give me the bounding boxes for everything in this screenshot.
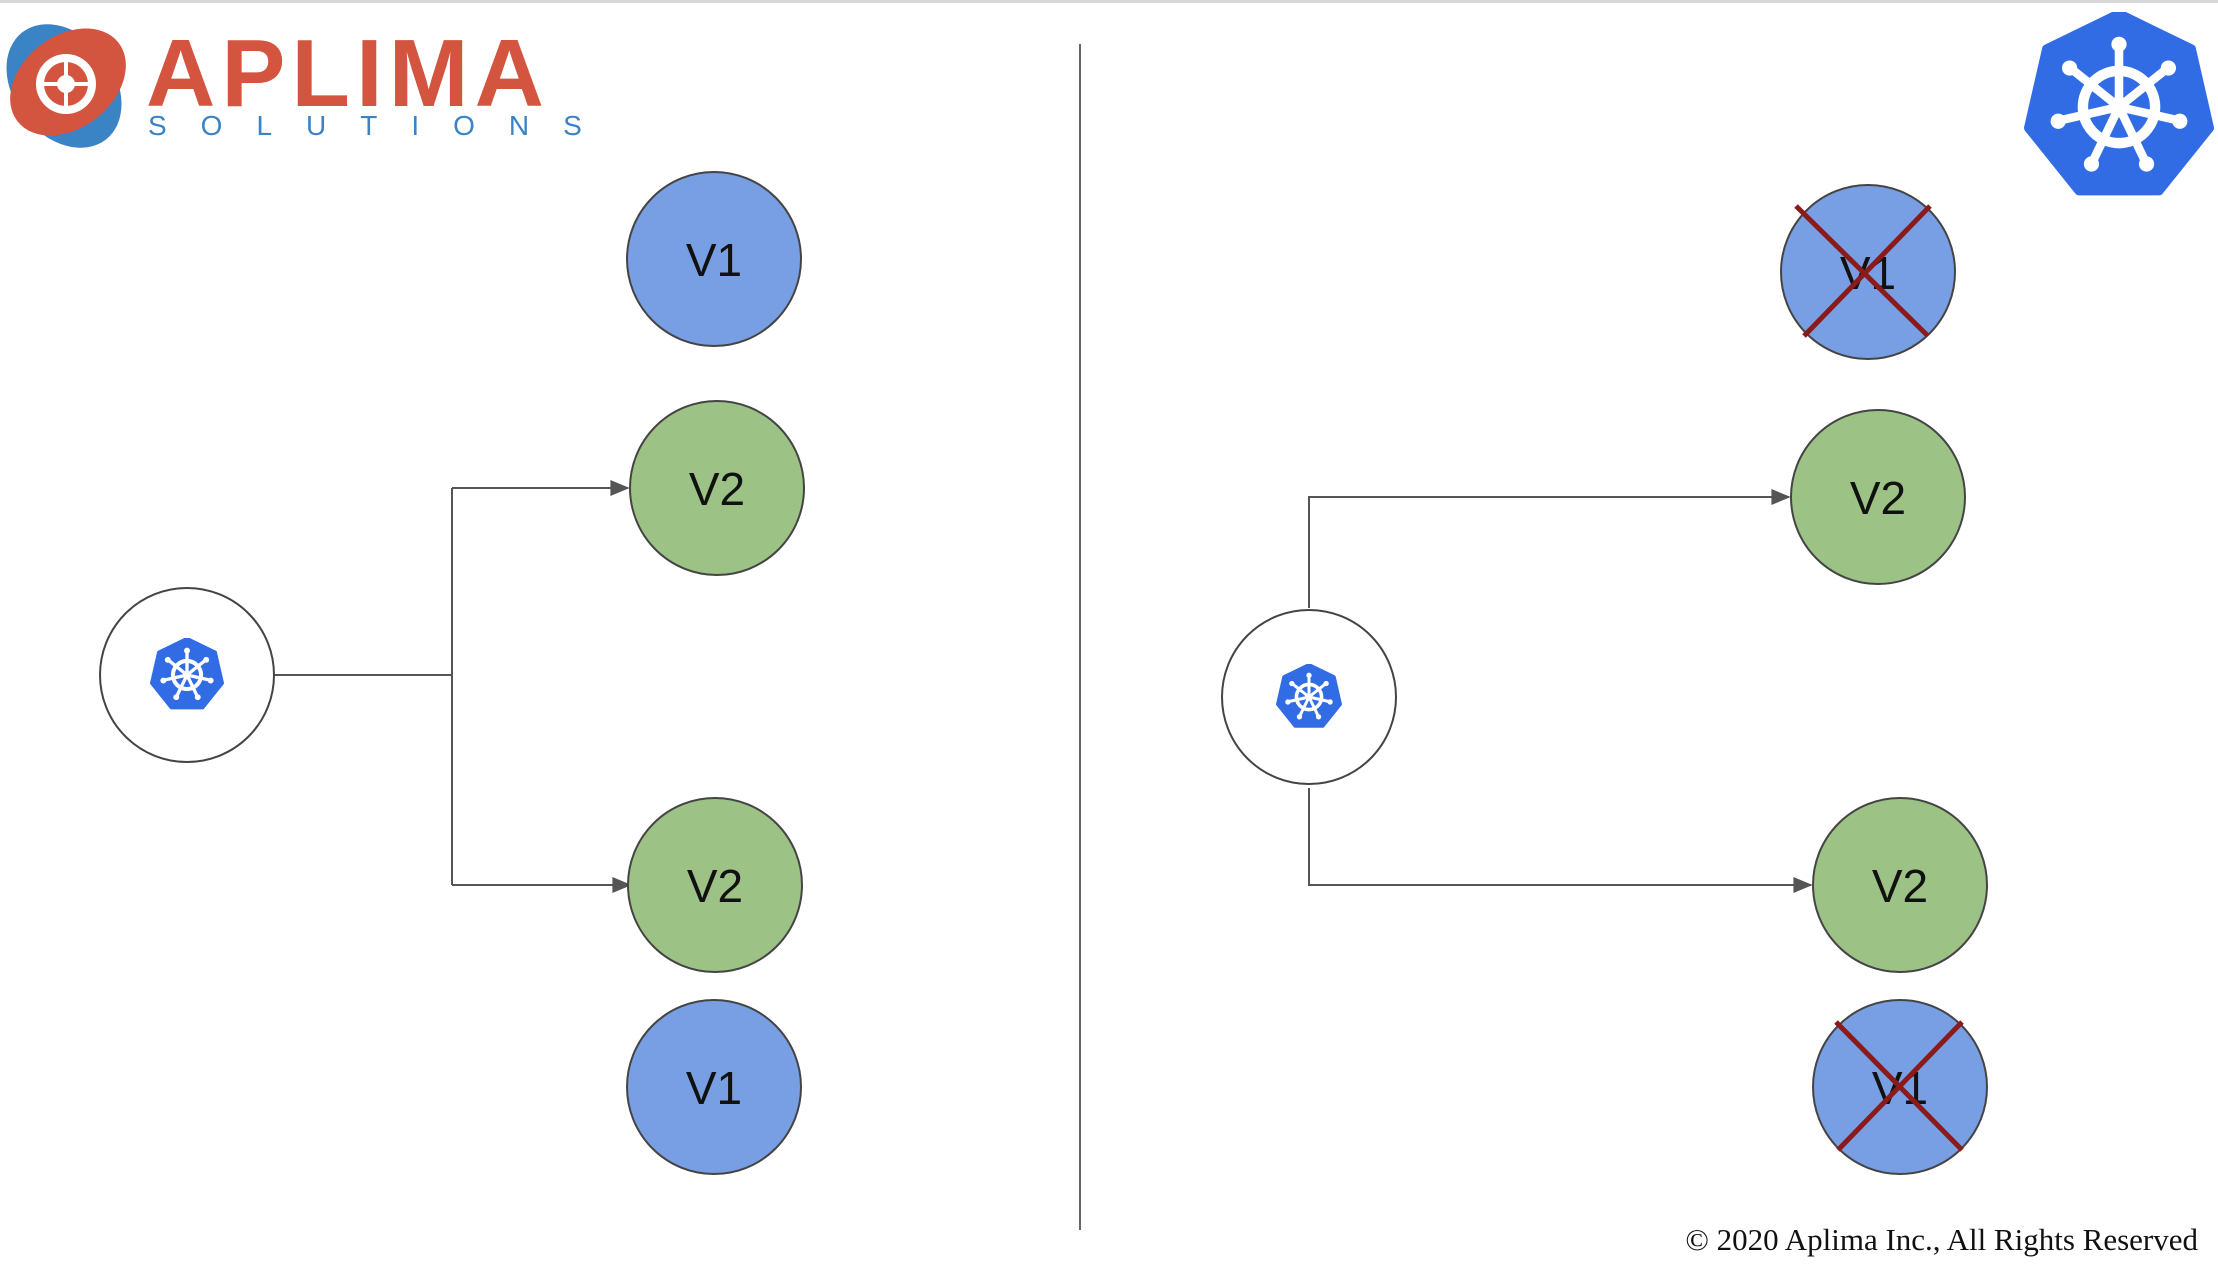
kubernetes-icon — [1276, 664, 1342, 728]
left-connectors — [272, 480, 632, 893]
pod-node: V2 — [629, 400, 805, 576]
pod-node: V2 — [1812, 797, 1988, 973]
arrow-to-pod — [1308, 788, 1813, 893]
left-panel: V1 V2 V2 V1 — [99, 171, 805, 1175]
arrow-to-pod — [1308, 489, 1791, 608]
pod-label: V2 — [1850, 472, 1906, 524]
right-connectors — [1308, 489, 1813, 893]
pod-label: V2 — [1872, 860, 1928, 912]
pod-node: V2 — [1790, 409, 1966, 585]
pod-node: V2 — [627, 797, 803, 973]
aplima-logo: APLIMA SOLUTIONS — [6, 20, 616, 148]
pod-node: V1 — [626, 171, 802, 347]
terminated-pod-node: V1 — [1812, 999, 1988, 1175]
service-node — [1221, 609, 1397, 785]
copyright-notice: © 2020 Aplima Inc., All Rights Reserved — [1685, 1222, 2198, 1257]
kubernetes-icon — [152, 639, 222, 708]
right-panel: V1 V2 V2 V1 — [1221, 184, 1988, 1175]
pod-node: V1 — [626, 999, 802, 1175]
logo-tagline: SOLUTIONS — [148, 110, 616, 141]
aplima-emblem-icon — [6, 24, 126, 148]
pod-label: V1 — [686, 1062, 742, 1114]
terminated-cross-icon — [1834, 1020, 1964, 1152]
kubernetes-icon — [2029, 14, 2210, 191]
service-node — [99, 587, 275, 763]
pod-label: V2 — [687, 860, 743, 912]
logo-name: APLIMA — [146, 20, 550, 127]
terminated-pod-node: V1 — [1780, 184, 1956, 360]
terminated-cross-icon — [1794, 204, 1932, 338]
pod-label: V1 — [686, 234, 742, 286]
pod-label: V2 — [689, 463, 745, 515]
top-border — [0, 0, 2218, 3]
